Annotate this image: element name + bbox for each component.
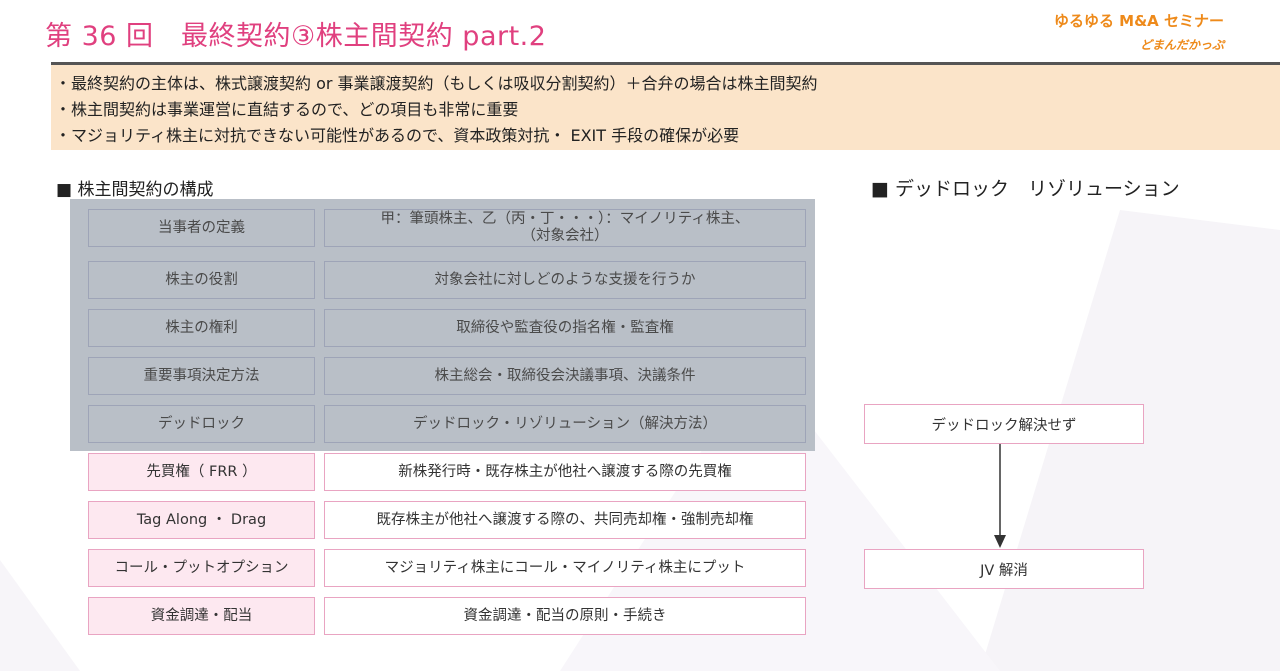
table-row: デッドロック デッドロック・リゾリューション（解決方法） xyxy=(88,405,806,443)
table-row: 当事者の定義 甲：筆頭株主、乙（丙・丁・・・）：マイノリティ株主、 （対象会社） xyxy=(88,209,806,247)
flow-arrow xyxy=(994,444,1006,548)
row-description: 既存株主が他社へ譲渡する際の、共同売却権・強制売却権 xyxy=(324,501,806,539)
flow-box-deadlock-unresolved: デッドロック解決せず xyxy=(864,404,1144,444)
brand-author: どまんだかっぷ xyxy=(1139,38,1224,52)
row-description: 資金調達・配当の原則・手続き xyxy=(324,597,806,635)
row-description-line: 甲：筆頭株主、乙（丙・丁・・・）：マイノリティ株主、 xyxy=(380,211,750,227)
page-title: 第 36 回 最終契約③株主間契約 part.2 xyxy=(45,21,547,52)
note-line: ・株主間契約は事業運営に直結するので、どの項目も非常に重要 xyxy=(55,100,519,119)
table-row: コール・プットオプション マジョリティ株主にコール・マイノリティ株主にプット xyxy=(88,549,806,587)
section-title-structure: ■ 株主間契約の構成 xyxy=(56,180,214,200)
section-title-deadlock: ■ デッドロック リゾリューション xyxy=(871,178,1180,200)
row-item: コール・プットオプション xyxy=(88,549,315,587)
table-row: 株主の役割 対象会社に対しどのような支援を行うか xyxy=(88,261,806,299)
row-description: 株主総会・取締役会決議事項、決議条件 xyxy=(324,357,806,395)
row-item: 当事者の定義 xyxy=(88,209,315,247)
summary-notes: ・最終契約の主体は、株式譲渡契約 or 事業譲渡契約（もしくは吸収分割契約）＋合… xyxy=(51,65,1280,150)
note-line: ・マジョリティ株主に対抗できない可能性があるので、資本政策対抗・ EXIT 手段… xyxy=(55,126,740,145)
row-item: 株主の権利 xyxy=(88,309,315,347)
row-description: 取締役や監査役の指名権・監査権 xyxy=(324,309,806,347)
row-item: デッドロック xyxy=(88,405,315,443)
row-description: デッドロック・リゾリューション（解決方法） xyxy=(324,405,806,443)
row-item: 株主の役割 xyxy=(88,261,315,299)
brand-name: ゆるゆる M&A セミナー xyxy=(1053,12,1224,30)
table-row: Tag Along ・ Drag 既存株主が他社へ譲渡する際の、共同売却権・強制… xyxy=(88,501,806,539)
table-row: 株主の権利 取締役や監査役の指名権・監査権 xyxy=(88,309,806,347)
table-row: 先買権（ FRR ） 新株発行時・既存株主が他社へ譲渡する際の先買権 xyxy=(88,453,806,491)
row-description: マジョリティ株主にコール・マイノリティ株主にプット xyxy=(324,549,806,587)
note-line: ・最終契約の主体は、株式譲渡契約 or 事業譲渡契約（もしくは吸収分割契約）＋合… xyxy=(55,74,818,93)
table-row: 重要事項決定方法 株主総会・取締役会決議事項、決議条件 xyxy=(88,357,806,395)
row-description-line: （対象会社） xyxy=(521,228,609,244)
table-row: 資金調達・配当 資金調達・配当の原則・手続き xyxy=(88,597,806,635)
header-divider xyxy=(51,62,1280,65)
row-description: 対象会社に対しどのような支援を行うか xyxy=(324,261,806,299)
flow-box-jv-dissolution: JV 解消 xyxy=(864,549,1144,589)
row-item: 重要事項決定方法 xyxy=(88,357,315,395)
row-item: Tag Along ・ Drag xyxy=(88,501,315,539)
row-item: 先買権（ FRR ） xyxy=(88,453,315,491)
row-description: 甲：筆頭株主、乙（丙・丁・・・）：マイノリティ株主、 （対象会社） xyxy=(324,209,806,247)
row-description: 新株発行時・既存株主が他社へ譲渡する際の先買権 xyxy=(324,453,806,491)
row-item: 資金調達・配当 xyxy=(88,597,315,635)
